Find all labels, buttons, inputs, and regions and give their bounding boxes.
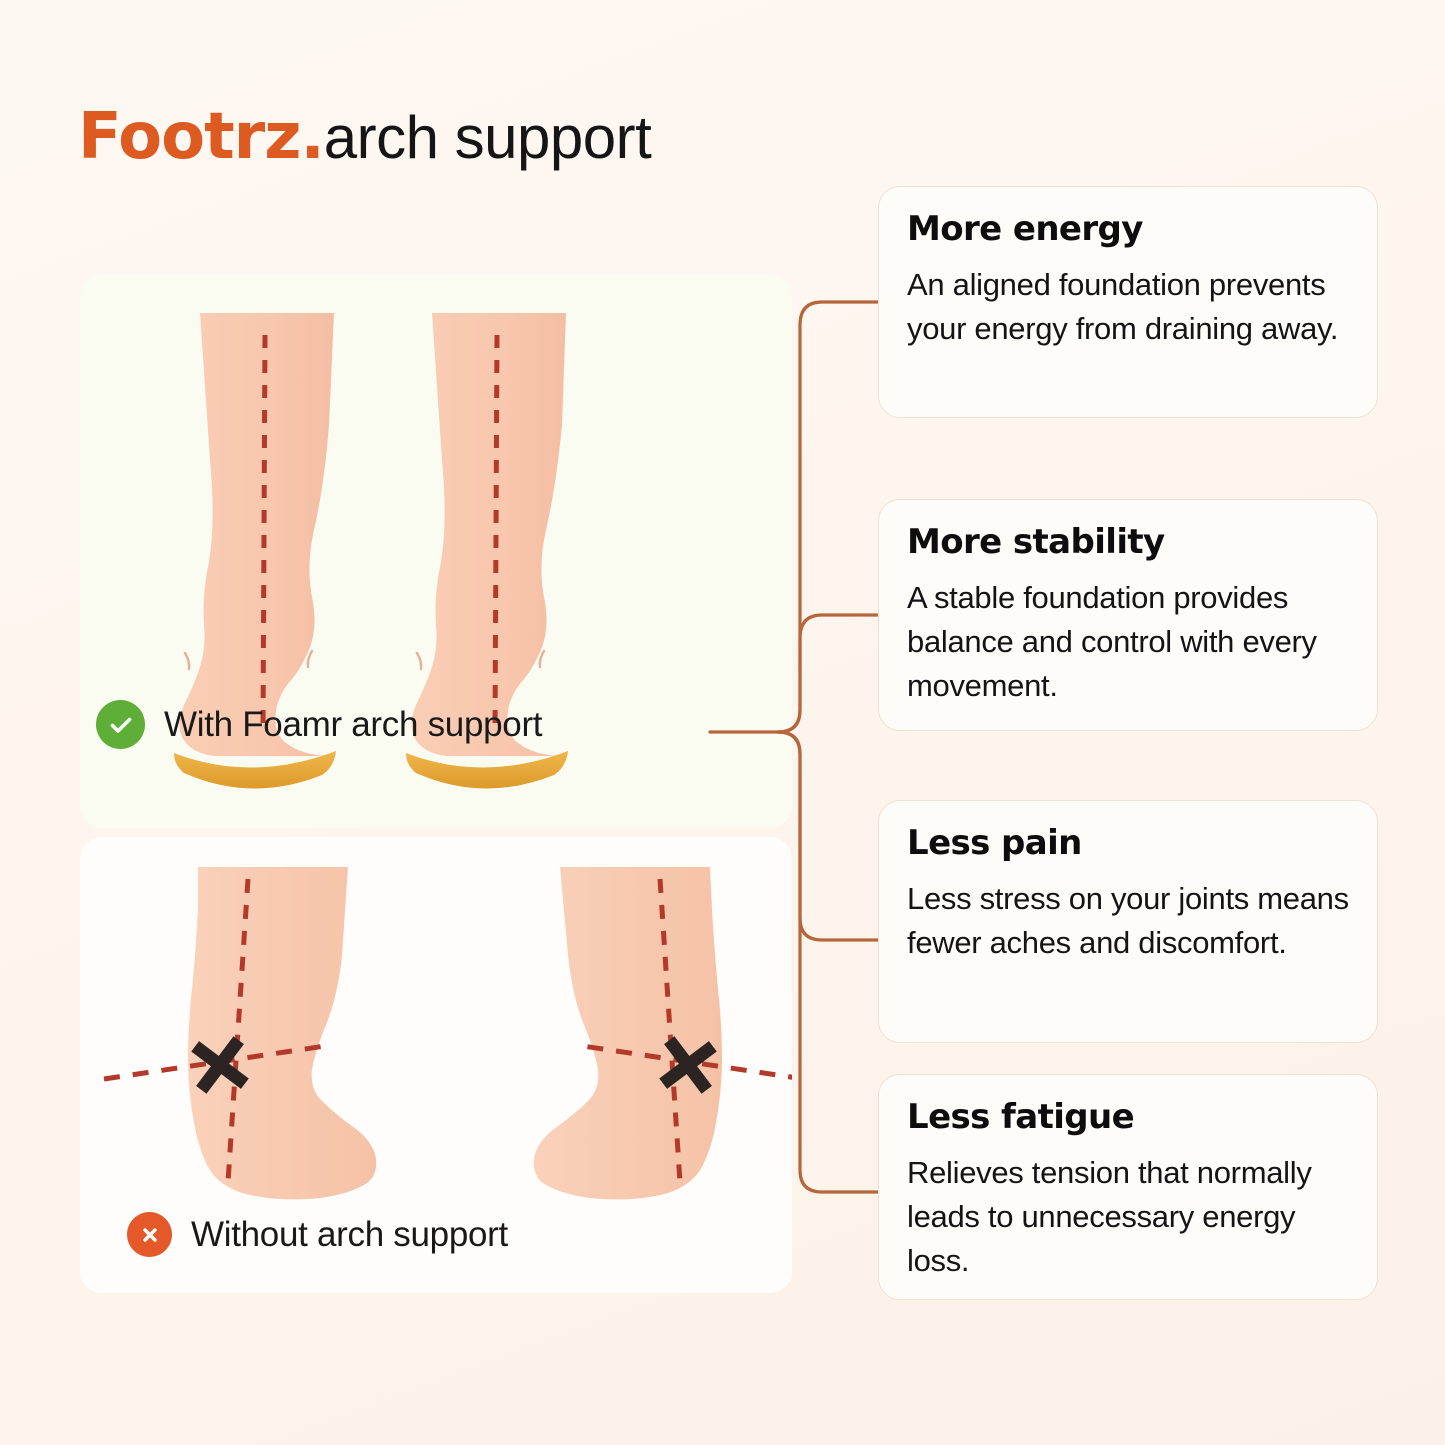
misaligned-caption-label: Without arch support xyxy=(191,1214,508,1254)
brand-name: Footrz. xyxy=(78,100,325,174)
aligned-leg-right xyxy=(406,313,568,789)
insole-arch-support xyxy=(406,751,568,789)
benefit-card-body: Less stress on your joints means fewer a… xyxy=(907,881,1349,961)
insole-arch-support xyxy=(174,751,336,789)
connector-branch-2 xyxy=(776,613,882,734)
connector-branch-4 xyxy=(776,730,882,1194)
misaligned-leg-right xyxy=(533,867,792,1200)
page-title-subtitle: arch support xyxy=(323,104,652,171)
benefit-card-less-pain[interactable]: Less pain Less stress on your joints mea… xyxy=(878,800,1378,1043)
benefit-card-title: More energy xyxy=(907,209,1143,249)
connector-branch-1 xyxy=(776,300,882,734)
aligned-caption-row: With Foamr arch support xyxy=(96,700,543,749)
aligned-leg-left xyxy=(174,313,336,789)
benefit-card-less-fatigue[interactable]: Less fatigue Relieves tension that norma… xyxy=(878,1074,1378,1300)
illustration-area xyxy=(80,275,792,1293)
connector-branch-3 xyxy=(776,730,882,942)
misaligned-caption-row: Without arch support xyxy=(127,1212,508,1257)
benefit-card-body: Relieves tension that normally leads to … xyxy=(907,1155,1312,1279)
misalignment-x-marker xyxy=(659,1036,717,1094)
benefit-card-body: A stable foundation provides balance and… xyxy=(907,580,1317,704)
aligned-caption-label: With Foamr arch support xyxy=(164,704,543,744)
benefit-card-body: An aligned foundation prevents your ener… xyxy=(907,267,1339,347)
misaligned-leg-left xyxy=(103,867,377,1200)
alignment-line-straight xyxy=(492,334,500,731)
benefit-card-title: Less pain xyxy=(907,823,1082,863)
misaligned-legs-panel xyxy=(80,837,792,1293)
aligned-legs-illustration xyxy=(174,313,568,789)
ankle-tilt-line xyxy=(103,1042,333,1082)
check-circle-icon xyxy=(96,700,145,749)
misalignment-x-marker xyxy=(191,1036,249,1094)
page-title: Footrz.arch support xyxy=(78,103,652,171)
benefit-card-more-energy[interactable]: More energy An aligned foundation preven… xyxy=(878,186,1378,418)
ankle-tilt-line xyxy=(575,1042,792,1080)
benefit-card-title: Less fatigue xyxy=(907,1097,1135,1137)
aligned-legs-panel xyxy=(80,275,792,828)
benefit-card-title: More stability xyxy=(907,522,1165,562)
misaligned-legs-illustration xyxy=(103,867,792,1200)
alignment-line-straight xyxy=(260,334,268,731)
benefit-card-more-stability[interactable]: More stability A stable foundation provi… xyxy=(878,499,1378,731)
x-circle-icon xyxy=(127,1212,172,1257)
